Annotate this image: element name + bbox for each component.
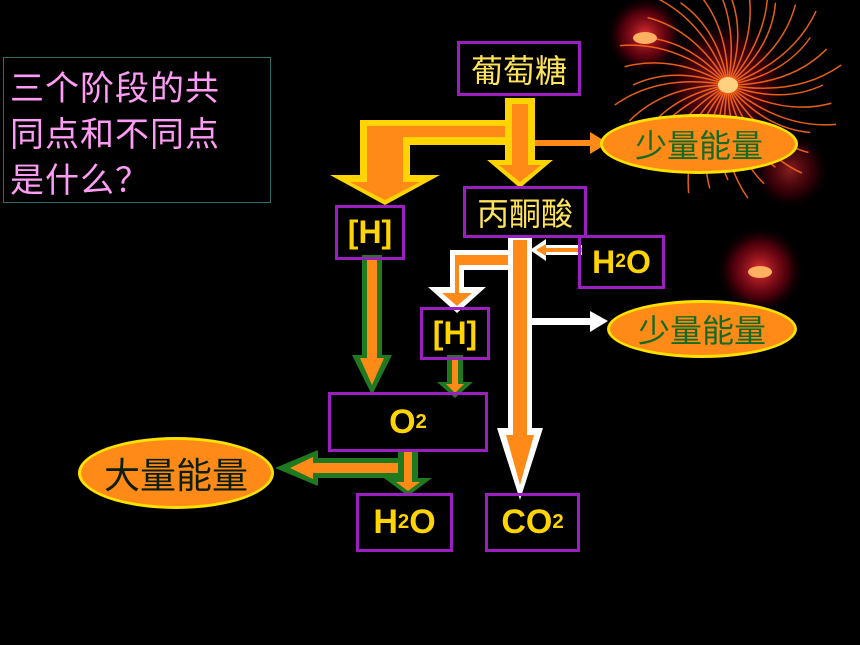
- pyruvate-to-h2-arrow: [428, 250, 508, 313]
- water-input-sub: 2: [615, 251, 626, 272]
- question-box: 三个阶段的共 同点和不同点 是什么？: [3, 57, 271, 203]
- large-energy-label: 大量能量: [103, 456, 248, 497]
- question-line-2: 同点和不同点: [10, 115, 220, 155]
- co2-sub: 2: [552, 511, 564, 533]
- firework-ray: [727, 0, 739, 86]
- small-energy-1: 少量能量: [600, 114, 798, 174]
- small-energy-1-label: 少量能量: [634, 127, 763, 165]
- firework-ray: [647, 16, 729, 86]
- hydrogen-label-2: [H]: [432, 315, 478, 351]
- hydrogen-label-1: [H]: [347, 214, 393, 250]
- firework-ray: [727, 10, 817, 86]
- energy-arrow-1: [535, 132, 608, 154]
- oxygen-to-water-arrow: [384, 450, 432, 496]
- h1-to-oxygen-arrow: [352, 255, 392, 395]
- water-output-h: H: [373, 503, 398, 541]
- pyruvate-label: 丙酮酸: [476, 195, 573, 233]
- water-input-o: O: [625, 243, 651, 280]
- firework-ray: [727, 0, 751, 86]
- firework-ray: [727, 2, 777, 86]
- small-energy-2: 少量能量: [607, 300, 797, 358]
- firework-ray: [727, 84, 837, 126]
- firework-ray: [727, 48, 828, 86]
- water-in-arrow: [530, 239, 582, 261]
- firework-ray: [727, 0, 768, 86]
- question-line-1: 三个阶段的共: [10, 69, 220, 109]
- firework-ray: [722, 0, 733, 86]
- firework-ray: [632, 74, 729, 86]
- firework-ray: [614, 80, 729, 106]
- co2-co: CO: [501, 503, 553, 541]
- firework-ray: [702, 0, 729, 86]
- question-line-3: 是什么？: [10, 161, 150, 201]
- firework-ray: [727, 84, 824, 96]
- firework-ray: [727, 64, 842, 90]
- firework-ray: [727, 4, 797, 86]
- firework-ray: [658, 0, 729, 86]
- firework-ray: [628, 84, 729, 122]
- oxygen-o: O: [389, 402, 416, 441]
- hydrogen-node-1: [H]: [335, 205, 405, 260]
- energy-arrow-2: [532, 311, 608, 332]
- glucose-label: 葡萄糖: [470, 51, 567, 90]
- oxygen-sub: 2: [415, 410, 427, 433]
- glucose-to-h-arrow: [330, 98, 535, 205]
- firework-ray: [727, 84, 832, 108]
- pyruvate-node: 丙酮酸: [463, 186, 587, 238]
- glucose-to-pyruvate-arrow: [487, 98, 553, 188]
- water-output-sub: 2: [397, 511, 410, 533]
- small-energy-2-label: 少量能量: [637, 312, 766, 350]
- water-input-h: H: [592, 243, 616, 280]
- large-energy: 大量能量: [78, 437, 274, 509]
- large-energy-arrow: [275, 450, 398, 486]
- water-output-o: O: [409, 503, 436, 541]
- firework-ray: [680, 2, 729, 86]
- pyruvate-to-co2-arrow: [497, 235, 543, 500]
- firework-ray: [619, 44, 729, 86]
- hydrogen-node-2: [H]: [420, 307, 490, 360]
- firework-ray: [727, 37, 811, 86]
- firework-ray: [727, 84, 811, 134]
- firework-ray: [624, 62, 729, 86]
- h2-to-oxygen-arrow: [437, 355, 473, 398]
- glucose-node: 葡萄糖: [457, 41, 581, 96]
